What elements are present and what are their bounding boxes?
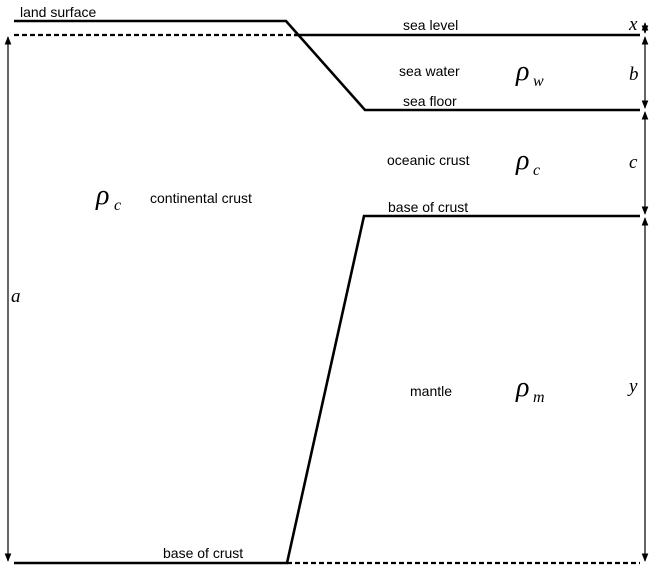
label-oceanic-crust: oceanic crust <box>387 152 470 168</box>
dimension-label-y: y <box>627 376 638 397</box>
label-continental-crust: continental crust <box>150 190 252 206</box>
density-water: ρ w <box>515 56 544 90</box>
rho-symbol: ρ <box>515 56 529 87</box>
density-oceanic: ρ c <box>515 145 540 179</box>
dimension-label-c: c <box>629 152 638 173</box>
land-surface-line <box>14 19 640 112</box>
label-sea-floor: sea floor <box>403 93 457 109</box>
label-base-of-crust-bottom: base of crust <box>163 545 243 561</box>
density-mantle: ρ m <box>515 372 545 406</box>
rho-subscript-continental: c <box>114 197 121 214</box>
label-sea-water: sea water <box>399 63 460 79</box>
rho-symbol: ρ <box>515 145 529 176</box>
label-land-surface: land surface <box>20 4 96 20</box>
label-base-of-crust-right: base of crust <box>388 199 468 215</box>
rho-subscript-mantle: m <box>533 389 545 406</box>
dimension-label-b: b <box>629 64 639 85</box>
label-sea-level: sea level <box>403 17 458 33</box>
rho-subscript-oceanic: c <box>533 162 540 179</box>
dimension-label-a: a <box>11 286 21 307</box>
density-continental: ρ c <box>95 180 121 214</box>
rho-symbol: ρ <box>95 180 109 211</box>
dimension-label-x: x <box>628 14 638 35</box>
base-of-crust-line <box>14 214 640 565</box>
rho-symbol: ρ <box>515 372 529 403</box>
rho-subscript-water: w <box>533 73 544 90</box>
label-mantle: mantle <box>410 383 452 399</box>
